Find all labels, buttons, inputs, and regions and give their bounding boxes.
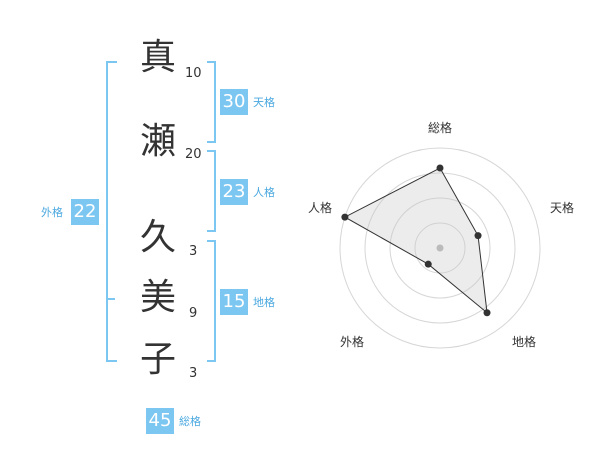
tenkaku-value: 30 <box>220 89 248 115</box>
radar-point <box>483 309 491 317</box>
axis-label-gaikaku: 外格 <box>340 334 364 349</box>
radar-chart: 総格 天格 地格 外格 人格 <box>308 120 574 349</box>
stroke-count-5: 3 <box>189 366 198 381</box>
radar-area <box>343 167 488 314</box>
axis-label-tenkaku: 天格 <box>550 200 574 215</box>
stroke-count-3: 3 <box>189 244 198 259</box>
gaikaku-label: 外格 <box>41 206 63 219</box>
stroke-count-2: 20 <box>185 147 202 162</box>
gaikaku-value: 22 <box>71 199 99 225</box>
radar-point <box>436 164 444 172</box>
name-char-3: 久 <box>139 217 176 258</box>
gaikaku-bracket-tick <box>108 298 115 300</box>
jinkaku-bracket <box>207 150 216 232</box>
radar-points <box>341 164 491 317</box>
radar-ring <box>414 222 466 274</box>
stroke-count-1: 10 <box>185 66 202 81</box>
axis-label-jinkaku: 人格 <box>308 200 332 215</box>
radar-point <box>424 260 432 268</box>
jinkaku-label: 人格 <box>253 186 275 199</box>
tenkaku-bracket <box>207 61 216 143</box>
soukaku-value: 45 <box>146 408 174 434</box>
name-char-1: 真 <box>139 37 176 78</box>
chikaku-value: 15 <box>220 289 248 315</box>
radar-point <box>474 232 482 240</box>
name-char-5: 子 <box>139 339 176 380</box>
tenkaku-label: 天格 <box>253 96 275 109</box>
gaikaku-bracket <box>106 61 117 362</box>
radar-ring <box>389 197 491 299</box>
name-char-4: 美 <box>139 277 176 318</box>
radar-center <box>436 244 444 252</box>
stroke-count-4: 9 <box>189 306 198 321</box>
radar-ring <box>364 172 516 324</box>
radar-point <box>341 213 349 221</box>
name-char-2: 瀬 <box>139 121 176 162</box>
axis-label-soukaku: 総格 <box>428 120 452 135</box>
soukaku-label: 総格 <box>179 415 201 428</box>
chikaku-bracket <box>207 240 216 362</box>
jinkaku-value: 23 <box>220 179 248 205</box>
chikaku-label: 地格 <box>253 296 275 309</box>
axis-label-chikaku: 地格 <box>512 334 536 349</box>
